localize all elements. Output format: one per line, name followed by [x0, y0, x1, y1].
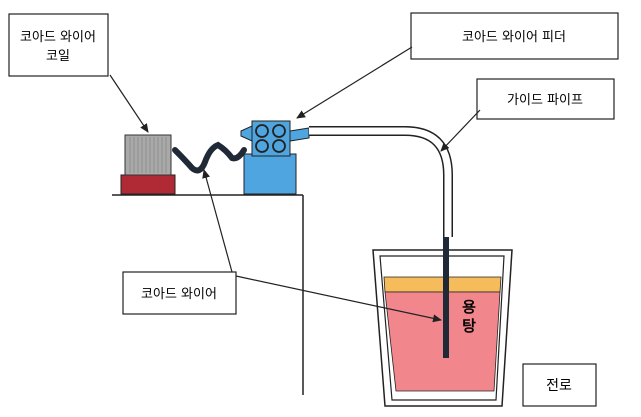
label-wire-text: 코아드 와이어: [141, 287, 217, 302]
label-coil-line1: 코아드 와이어: [20, 30, 96, 45]
platform: [112, 194, 304, 395]
label-coil: 코아드 와이어 코일: [8, 13, 109, 77]
arrow-coil: [109, 74, 149, 133]
label-guide-pipe-text: 가이드 파이프: [507, 93, 583, 108]
melt-label-1: 용: [462, 298, 476, 316]
converter-furnace-icon: [372, 249, 513, 407]
label-guide-pipe: 가이드 파이프: [476, 78, 615, 120]
arrow-wire-to-loop: [202, 169, 233, 273]
label-wire: 코아드 와이어: [122, 271, 237, 315]
arrow-feeder: [296, 46, 413, 119]
arrows: [109, 46, 481, 323]
arrow-guide-pipe: [440, 109, 481, 152]
arrow-wire-to-melt: [235, 275, 442, 323]
guide-pipe: [309, 126, 453, 237]
label-furnace-text: 전로: [546, 378, 572, 394]
wire-coil-icon: [120, 134, 176, 195]
label-feeder-text: 코아드 와이어 피더: [462, 30, 566, 45]
label-coil-line2: 코일: [46, 49, 70, 64]
wire-feeder-icon: [240, 120, 310, 195]
label-furnace: 전로: [522, 363, 597, 407]
label-feeder: 코아드 와이어 피더: [410, 12, 619, 60]
melt-label-2: 탕: [462, 317, 476, 335]
cored-wire-loop: [172, 141, 247, 174]
